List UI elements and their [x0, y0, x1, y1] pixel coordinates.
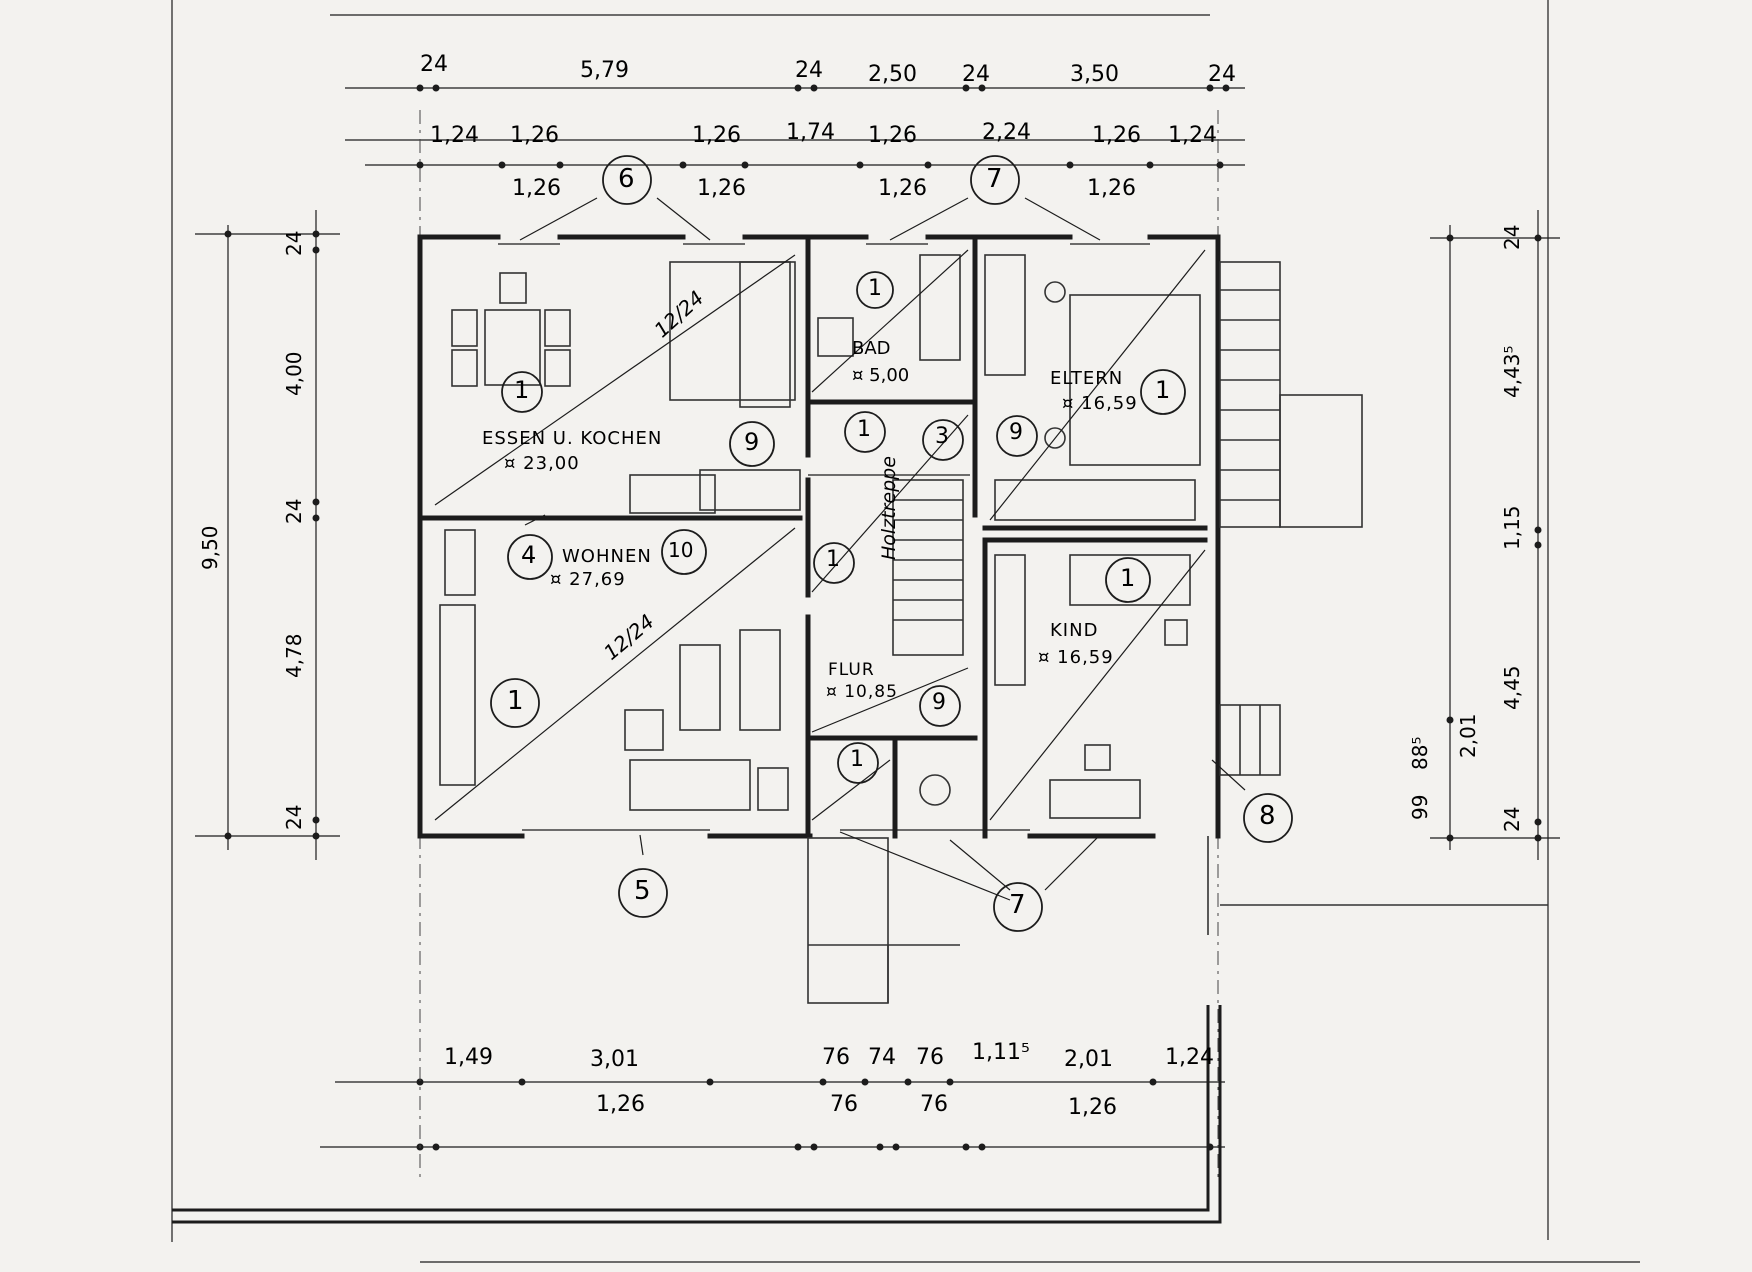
room-area: ¤ 5,00: [852, 365, 910, 386]
dim-label: 24: [282, 498, 306, 524]
callout-number: 9: [744, 428, 760, 456]
dim-label: 74: [868, 1045, 896, 1070]
furniture: [439, 254, 1201, 819]
slab-label: 12/24: [599, 609, 659, 665]
room-name: ELTERN: [1050, 368, 1124, 389]
slab-diagonals: [434, 249, 1206, 821]
dim-label: 24: [282, 804, 306, 830]
dim-label: 2,01: [1456, 713, 1480, 758]
callout-number: 9: [1009, 420, 1023, 445]
dim-label: 1,26: [510, 123, 559, 148]
dim-label: 1,15: [1500, 505, 1524, 550]
room-area: ¤ 27,69: [550, 569, 626, 590]
callout-number: 1: [1155, 376, 1171, 404]
dim-label: 1,24: [1165, 1045, 1214, 1070]
callout-number: 1: [1120, 564, 1136, 592]
room-label-bad: BAD ¤ 5,00: [852, 338, 909, 386]
dim-label: 24: [420, 52, 448, 77]
callout-number: 1: [868, 276, 882, 301]
slab-label: 12/24: [649, 285, 709, 343]
right-dimension-lines: [1430, 210, 1560, 860]
dim-label: 2,50: [868, 62, 917, 87]
room-label-essen: ESSEN U. KOCHEN ¤ 23,00: [482, 428, 662, 474]
dim-label: 1,26: [868, 123, 917, 148]
dim-label: 1,11⁵: [972, 1040, 1030, 1065]
room-area: ¤ 16,59: [1038, 647, 1114, 668]
room-label-flur: FLUR ¤ 10,85: [826, 660, 898, 702]
callout-number: 7: [986, 164, 1003, 194]
dim-label: 2,24: [982, 120, 1031, 145]
callout-number: 1: [850, 747, 864, 772]
dim-label: 2,01: [1064, 1047, 1113, 1072]
callout-number: 1: [826, 547, 840, 572]
room-name: BAD: [852, 338, 891, 359]
dim-label: 1,26: [1068, 1095, 1117, 1120]
dim-label: 24: [962, 62, 990, 87]
dim-label: 4,45: [1500, 665, 1524, 710]
left-dimension-lines: [195, 210, 340, 860]
room-name: WOHNEN: [562, 546, 652, 567]
dim-label: 1,24: [430, 123, 479, 148]
sheet-border: [171, 0, 1640, 1263]
callout-number: 6: [618, 164, 635, 194]
dim-label: 1,26: [1087, 176, 1136, 201]
dim-label: 88⁵: [1408, 736, 1432, 770]
dim-label: 4,00: [282, 351, 306, 396]
callout-number: 10: [668, 538, 694, 562]
room-name: ESSEN U. KOCHEN: [482, 428, 663, 449]
dim-label: 24: [795, 58, 823, 83]
bottom-dimension-lines: [320, 1078, 1225, 1151]
room-name: KIND: [1050, 620, 1099, 641]
callout-number: 9: [932, 690, 946, 715]
dim-label: 1,49: [444, 1045, 493, 1070]
dim-label: 76: [920, 1092, 948, 1117]
callout-number: 3: [935, 424, 949, 449]
dim-label: 1,26: [596, 1092, 645, 1117]
dim-label: 9,50: [198, 525, 222, 570]
external-stairs: [807, 261, 1548, 1004]
leader-lines: [519, 197, 1246, 901]
room-area: ¤ 16,59: [1062, 393, 1138, 414]
dim-label: 24: [282, 230, 306, 256]
room-label-wohnen: WOHNEN ¤ 27,69: [550, 546, 652, 590]
dim-label: 24: [1500, 224, 1524, 250]
room-area: ¤ 10,85: [826, 682, 898, 702]
dim-label: 76: [916, 1045, 944, 1070]
interior-walls: [417, 234, 1208, 839]
dim-label: 99: [1408, 794, 1432, 820]
dim-label: 1,24: [1168, 123, 1217, 148]
dim-label: 1,26: [692, 123, 741, 148]
callout-number: 5: [634, 876, 651, 906]
dim-label: 76: [822, 1045, 850, 1070]
dim-label: 4,43⁵: [1500, 345, 1524, 398]
dim-label: 1,26: [1092, 123, 1141, 148]
callout-circles: [490, 155, 1293, 932]
room-label-eltern: ELTERN ¤ 16,59: [1050, 368, 1138, 414]
dim-label: 1,26: [512, 176, 561, 201]
callout-number: 1: [857, 417, 871, 442]
callout-number: 8: [1259, 801, 1276, 831]
dim-label: 1,26: [878, 176, 927, 201]
room-name: FLUR: [828, 660, 875, 680]
dim-label: 24: [1208, 62, 1236, 87]
callout-number: 1: [507, 686, 524, 716]
dim-label: 3,50: [1070, 62, 1119, 87]
callout-number: 7: [1009, 890, 1026, 920]
callout-number: 1: [514, 376, 530, 404]
dim-label: 76: [830, 1092, 858, 1117]
wood-stair: [892, 479, 964, 656]
stair-label: Holztreppe: [878, 456, 900, 560]
callout-number: 4: [521, 541, 537, 569]
room-label-kind: KIND ¤ 16,59: [1038, 620, 1114, 668]
dim-label: 5,79: [580, 58, 629, 83]
dim-label: 4,78: [282, 633, 306, 678]
top-dimension-lines: [345, 84, 1245, 169]
dim-label: 1,74: [786, 120, 835, 145]
dim-label: 3,01: [590, 1047, 639, 1072]
room-area: ¤ 23,00: [504, 453, 580, 474]
dim-label: 1,26: [697, 176, 746, 201]
dim-label: 24: [1500, 806, 1524, 832]
